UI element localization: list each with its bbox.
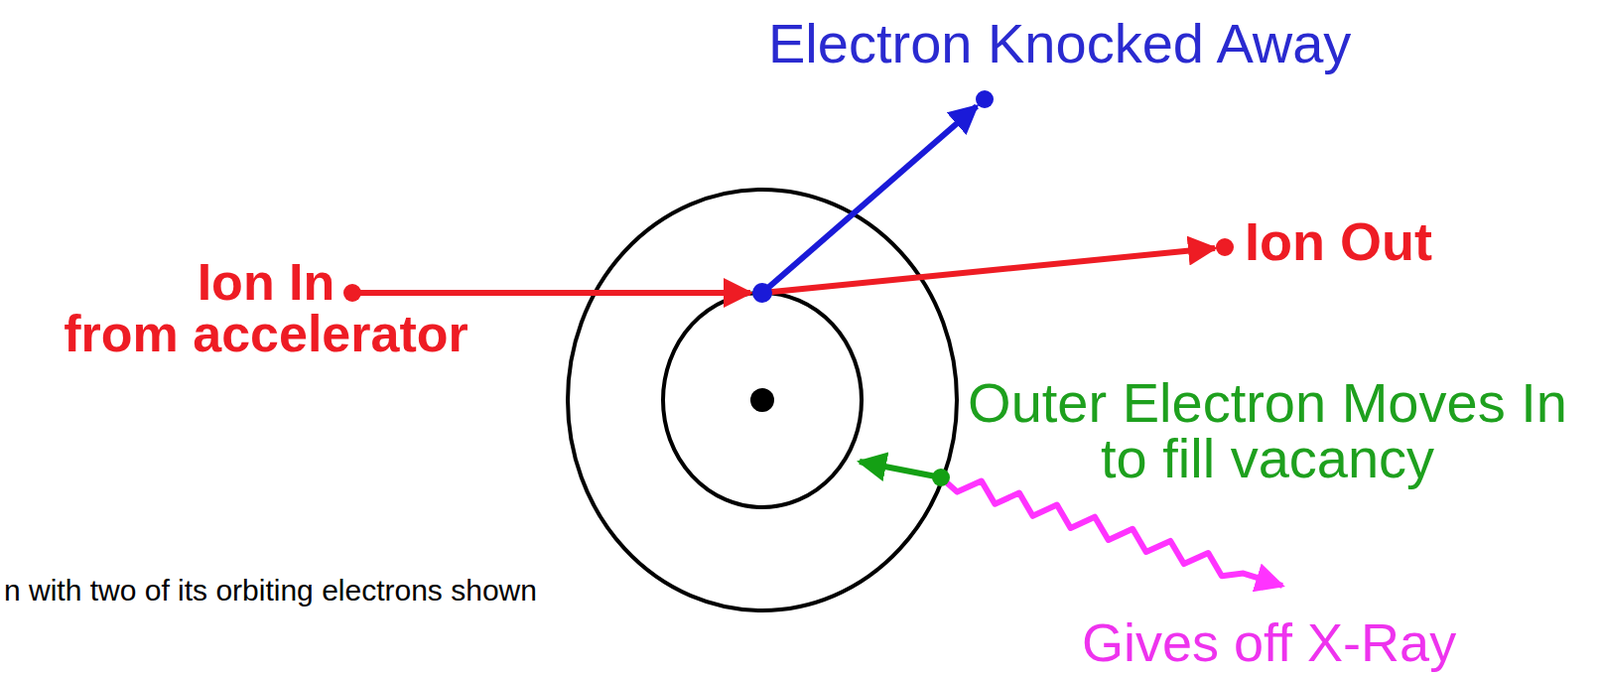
ion-in-label: Ion In from accelerator <box>7 256 525 360</box>
struck-electron <box>752 282 773 303</box>
x-ray-label: Gives off X-Ray <box>1081 615 1457 669</box>
outer-electron <box>932 468 950 487</box>
ejected-electron <box>975 90 994 109</box>
electron-path-arrow <box>762 106 977 293</box>
inner-shell <box>663 292 862 508</box>
caption-text: n with two of its orbiting electrons sho… <box>3 573 537 609</box>
x-ray-wave <box>940 477 1283 586</box>
electron-transition-arrow <box>859 461 941 478</box>
nucleus <box>750 388 775 412</box>
ion-end-dot <box>1215 238 1234 257</box>
ion-start-dot <box>343 283 362 302</box>
ion-out-arrow <box>762 248 1215 293</box>
electron-label: Electron Knocked Away <box>768 11 1351 76</box>
outer-shell <box>567 189 957 611</box>
ion-out-label: Ion Out <box>1244 210 1433 272</box>
ion-in-arrow <box>352 289 751 296</box>
vacancy-label: Outer Electron Moves In to fill vacancy <box>954 375 1581 487</box>
